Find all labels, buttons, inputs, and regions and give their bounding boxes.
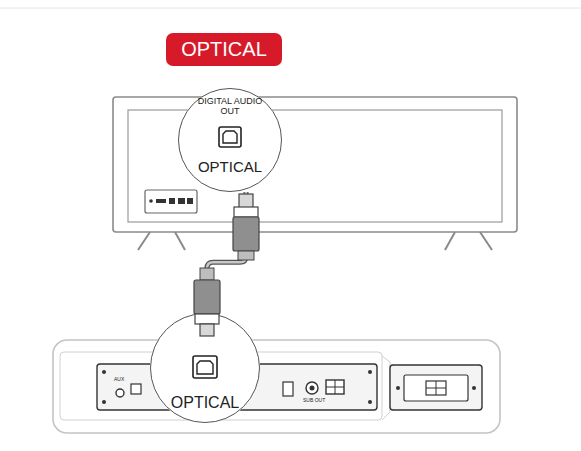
port-name: OPTICAL (185, 159, 275, 176)
port-label: AUX (114, 377, 124, 382)
title-badge: OPTICAL (166, 33, 282, 66)
port-name: OPTICAL (157, 394, 253, 412)
port-heading: DIGITAL AUDIO OUT (197, 97, 263, 117)
badge-text: OPTICAL (181, 33, 267, 66)
port-label: SUB OUT (303, 398, 325, 403)
